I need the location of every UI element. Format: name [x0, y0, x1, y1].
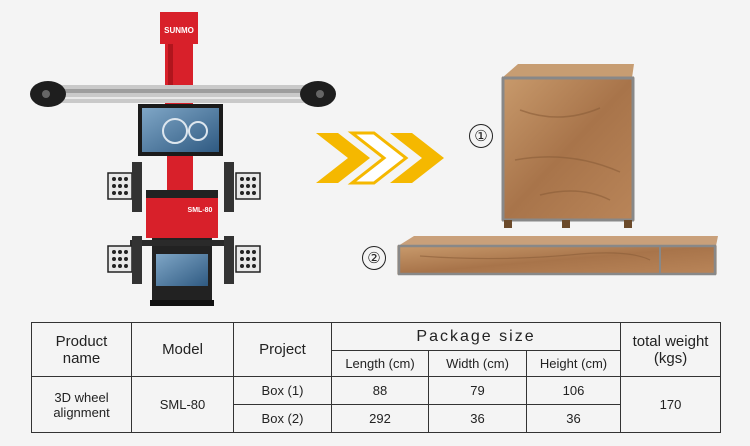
project-cell: Box (1) — [233, 376, 332, 405]
width-cell: 79 — [428, 376, 527, 405]
wheel-alignment-machine: SUNMO SML-80 — [30, 12, 336, 306]
header-length: Length (cm) — [331, 350, 429, 377]
width-cell: 36 — [428, 404, 527, 433]
header-height: Height (cm) — [525, 350, 622, 377]
product-illustration: SUNMO SML-80 — [30, 12, 718, 306]
header-total-weight: total weight (kgs) — [620, 322, 722, 377]
header-model: Model — [131, 322, 234, 377]
wooden-crate-2 — [397, 236, 718, 276]
package-table: Product name Model Project Package size … — [31, 322, 722, 433]
length-cell: 292 — [331, 404, 429, 433]
wooden-crate-1 — [501, 64, 635, 228]
model-cell: SML-80 — [131, 376, 234, 433]
model-plate: SML-80 — [188, 207, 213, 214]
length-cell: 88 — [331, 376, 429, 405]
project-cell: Box (2) — [233, 404, 332, 433]
chevron-arrow-icon — [316, 131, 444, 185]
table-row: Box (2) 292 36 36 — [32, 404, 721, 433]
header-width: Width (cm) — [428, 350, 527, 377]
height-cell: 36 — [525, 404, 622, 433]
product-name-cell: 3D wheel alignment — [31, 376, 132, 433]
brand-logo: SUNMO — [164, 26, 194, 35]
crate-1-marker: ① — [469, 124, 493, 148]
header-project: Project — [233, 322, 332, 377]
total-weight-cell: 170 — [620, 376, 722, 433]
table-row: 3D wheel alignment SML-80 Box (1) 88 79 … — [31, 376, 722, 433]
height-cell: 106 — [525, 376, 622, 405]
crate-2-marker: ② — [362, 246, 386, 270]
header-product-name: Product name — [31, 322, 132, 377]
header-package-size: Package size — [330, 322, 622, 351]
